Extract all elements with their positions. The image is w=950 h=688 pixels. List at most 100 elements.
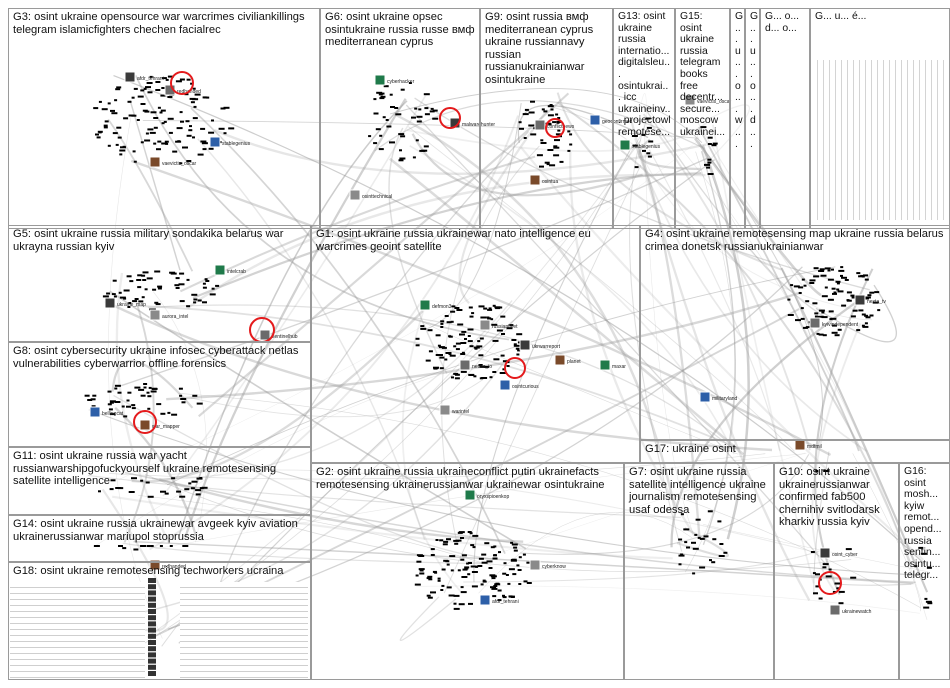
avatar-node[interactable]: osinttechnical [349, 189, 392, 201]
node-mark [455, 539, 462, 542]
node-mark [707, 136, 713, 139]
node-mark [101, 108, 108, 111]
avatar-node[interactable]: nexta_tv [854, 294, 886, 306]
node-mark [810, 551, 815, 553]
node-mark [834, 582, 841, 585]
avatar-node[interactable]: malwarehunter [449, 117, 495, 129]
avatar-node[interactable]: intelcrab [214, 264, 246, 276]
avatar-node[interactable]: afdr_tehrani [124, 71, 164, 83]
avatar-node[interactable]: maxar [599, 359, 626, 371]
node-mark [820, 274, 827, 277]
avatar-node[interactable]: vaevictis_oscar [684, 94, 732, 106]
node-mark [541, 108, 545, 111]
avatar-node[interactable]: redhanded [149, 559, 186, 571]
node-mark [389, 93, 393, 96]
node-mark [439, 367, 444, 370]
node-mark [138, 300, 144, 303]
node-mark [473, 375, 477, 378]
node-mark [856, 272, 861, 275]
node-mark [118, 545, 123, 547]
node-mark [516, 353, 520, 356]
node-mark [450, 569, 454, 572]
node-label: stablegenius [632, 144, 661, 150]
node-mark [850, 294, 856, 297]
node-mark [157, 106, 161, 109]
node-mark [147, 407, 151, 410]
edge [184, 98, 407, 538]
node-mark [539, 165, 544, 168]
node-mark [502, 596, 507, 599]
avatar-node[interactable]: afdr_tehrani [479, 594, 519, 606]
avatar-thumbnail [819, 547, 831, 559]
node-mark [113, 295, 117, 298]
node-mark [375, 128, 381, 131]
avatar-node[interactable]: kyivindependent [809, 317, 859, 329]
node-mark [809, 282, 815, 284]
node-mark [137, 274, 143, 277]
avatar-thumbnail [164, 84, 176, 96]
avatar-node[interactable]: defmon3 [419, 299, 452, 311]
node-mark [223, 106, 230, 109]
avatar-node[interactable]: bellingcat [89, 406, 124, 418]
node-mark [461, 351, 465, 354]
node-mark [647, 155, 652, 158]
avatar-node[interactable]: cyberhacker [374, 74, 415, 86]
avatar-node[interactable]: netlas_io [459, 359, 492, 371]
node-label: militaryland [712, 396, 738, 402]
node-mark [468, 373, 475, 376]
node-mark [484, 365, 490, 368]
node-mark [831, 268, 834, 271]
avatar-node[interactable]: geoconfirmed [589, 114, 633, 126]
node-mark [846, 291, 852, 294]
node-mark [379, 92, 385, 95]
avatar-node[interactable]: warintel [439, 404, 469, 416]
edge [374, 99, 705, 152]
avatar-node[interactable]: planet [554, 354, 581, 366]
avatar-node[interactable]: conflictnews [534, 119, 575, 131]
edge [388, 127, 448, 374]
avatar-node[interactable]: militaryland [699, 391, 738, 403]
avatar-thumbnail [529, 174, 541, 186]
avatar-node[interactable]: oryxspioenkop [464, 489, 509, 501]
node-mark [137, 286, 142, 289]
avatar-node[interactable]: vaevictis_oscar [149, 156, 197, 168]
edge [134, 75, 510, 341]
node-mark [491, 323, 498, 326]
group-label-g20: G... u... o... d... [750, 11, 759, 150]
avatar-node[interactable]: stablegenius [209, 136, 251, 148]
node-mark [824, 267, 831, 270]
node-mark [497, 589, 502, 592]
node-mark [518, 556, 522, 559]
avatar-node[interactable]: osint_cyber [819, 547, 858, 559]
avatar-node[interactable]: aurora_intel [149, 309, 188, 321]
node-mark [416, 115, 423, 118]
node-mark [426, 594, 431, 597]
node-mark [449, 555, 456, 558]
avatar-node[interactable]: war_mapper [139, 419, 180, 431]
edge [111, 359, 194, 409]
avatar-node[interactable]: russianfleet [479, 319, 518, 331]
node-mark [140, 141, 144, 144]
avatar-node[interactable]: ukrwarreport [519, 339, 561, 351]
avatar-node[interactable]: osintua [529, 174, 558, 186]
node-mark [828, 568, 832, 571]
node-mark [822, 334, 827, 337]
node-mark [456, 309, 463, 311]
avatar-node[interactable]: ukrainewatch [829, 604, 872, 616]
node-mark [686, 546, 690, 549]
list-avatar [148, 664, 156, 670]
node-mark [122, 547, 127, 550]
avatar-node[interactable]: sentinelhub [259, 329, 298, 341]
avatar-node[interactable]: osintcurious [499, 379, 539, 391]
node-mark [719, 543, 724, 545]
avatar-node[interactable]: ukraine_map [104, 297, 146, 309]
node-mark [925, 600, 932, 603]
group-box-g11: G11: osint ukraine russia war yacht russ… [8, 447, 311, 515]
node-mark [415, 337, 420, 340]
node-mark [170, 272, 177, 275]
node-mark [491, 587, 498, 590]
node-mark [415, 574, 419, 577]
avatar-node[interactable]: stablegenius [619, 139, 661, 151]
node-mark [446, 586, 452, 589]
avatar-node[interactable]: cyberknow [529, 559, 566, 571]
